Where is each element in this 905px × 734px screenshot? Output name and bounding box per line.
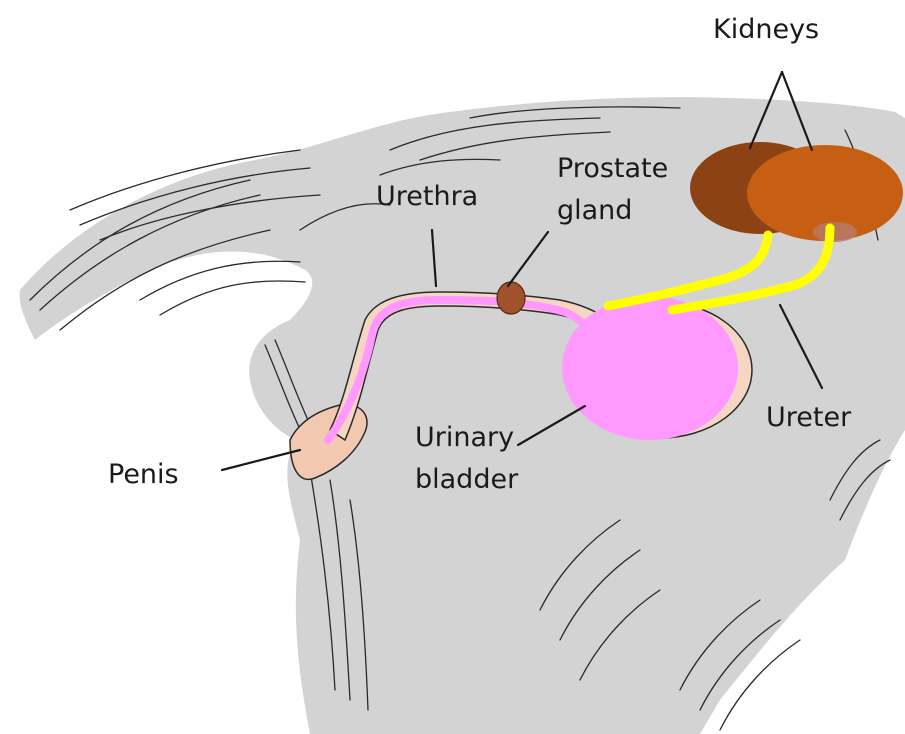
label-penis: Penis: [108, 459, 179, 490]
prostate-gland: [497, 282, 525, 314]
urinary-bladder: [562, 296, 738, 440]
label-urinary-line2: bladder: [415, 464, 519, 495]
label-prostate-line2: gland: [557, 195, 632, 226]
label-urinary-line1: Urinary: [415, 422, 514, 453]
label-kidneys: Kidneys: [713, 14, 819, 45]
label-urethra: Urethra: [376, 181, 478, 212]
renal-vessel: [813, 222, 857, 242]
label-prostate-line1: Prostate: [557, 153, 668, 184]
label-ureter: Ureter: [766, 402, 852, 433]
